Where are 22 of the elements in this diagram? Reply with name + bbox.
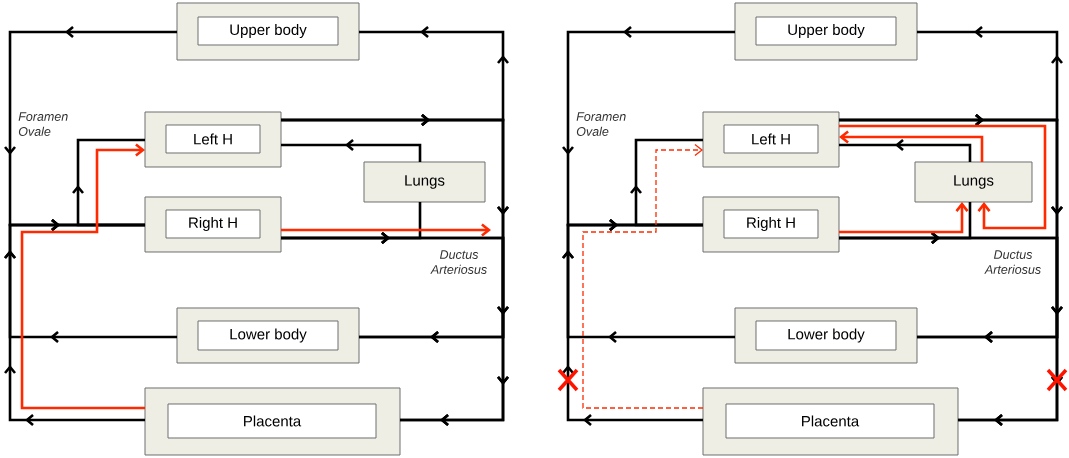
process-box: Lower body bbox=[734, 307, 918, 364]
process-box: Lungs bbox=[914, 161, 1033, 203]
vessel-label: Ductus Arteriosus bbox=[430, 250, 487, 274]
arrow bbox=[582, 143, 704, 409]
process-box: Left H bbox=[702, 111, 840, 168]
process-box: Lower body bbox=[176, 307, 360, 364]
process-box: Right H bbox=[702, 196, 840, 253]
arrow bbox=[20, 143, 145, 410]
process-box: Placenta bbox=[144, 387, 401, 456]
process-box: Upper body bbox=[176, 2, 360, 61]
process-box: Upper body bbox=[734, 2, 918, 61]
vessel-label: Foramen Ovale bbox=[576, 112, 626, 136]
arrow bbox=[281, 223, 491, 237]
process-box: Right H bbox=[144, 196, 282, 253]
process-box: Lungs bbox=[363, 161, 486, 203]
arrow bbox=[839, 130, 984, 162]
arrow bbox=[839, 124, 1047, 230]
arrow bbox=[839, 202, 969, 234]
process-box: Placenta bbox=[702, 387, 959, 456]
vessel-label: Ductus Arteriosus bbox=[984, 250, 1041, 274]
process-box: Left H bbox=[144, 111, 282, 168]
vessel-label: Foramen Ovale bbox=[18, 112, 68, 136]
